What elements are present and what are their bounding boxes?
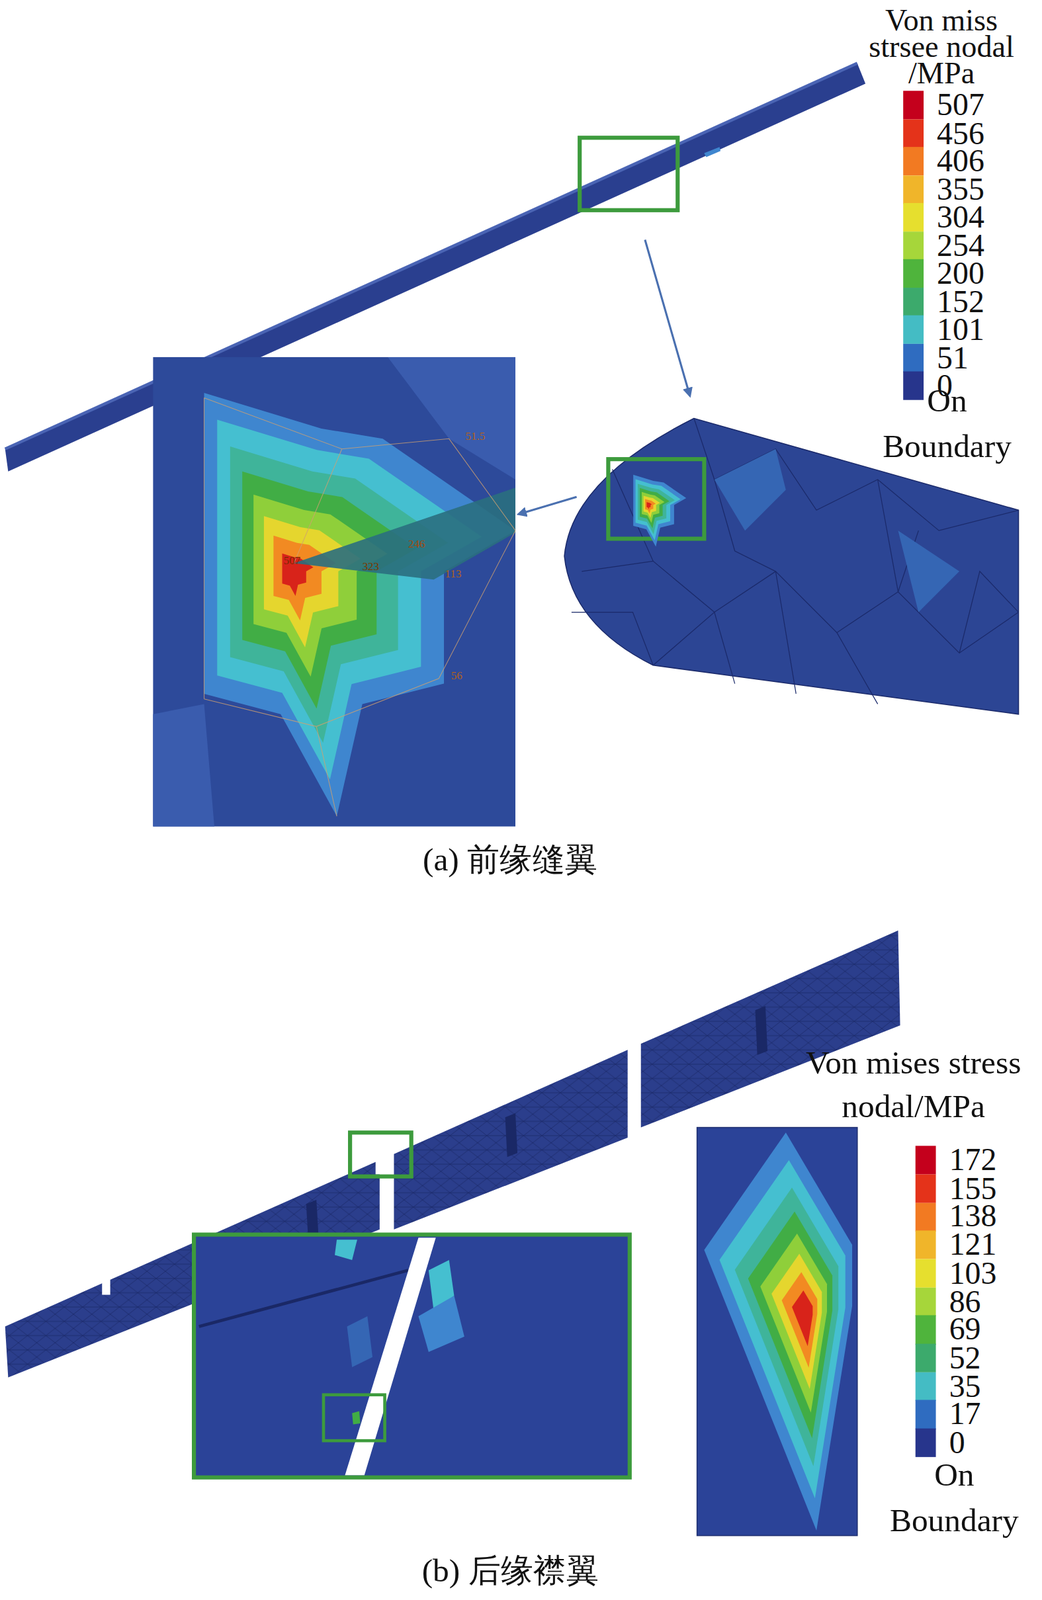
stress-contour [703,1132,853,1531]
node-value: 51.5 [465,429,507,442]
stress-contour [641,492,665,524]
node-value: 113 [445,567,487,581]
node-value: 246 [408,537,450,551]
stress-contour [791,1290,813,1347]
stress-contour [635,479,681,542]
colorbar-swatch [915,1259,937,1288]
stress-contour [646,502,652,510]
colorbar-swatch [915,1429,937,1458]
colorbar-tick: 0 [936,368,953,403]
colorbar-swatch [915,1146,937,1175]
colorbar-swatch [915,1231,937,1260]
stress-contour [263,516,361,648]
colorbar-swatch [915,1174,937,1203]
stress-contour [643,495,661,519]
colorbar-swatch [903,259,924,288]
node-value: 323 [362,560,404,573]
stress-contour [719,1160,846,1499]
colorbar-swatch [915,1344,937,1373]
figure-caption: (b) 后缘襟翼 [255,1550,766,1592]
colorbar-swatch [903,91,924,120]
boundary-note: On Boundary [877,1452,1031,1545]
stress-contour [760,1233,827,1414]
stress-contour [253,494,388,677]
colorbar-swatch [903,371,924,401]
stress-contour [645,498,656,514]
stress-contour [735,1188,839,1467]
stress-contour [204,392,516,817]
colorbar-swatch [903,147,924,176]
stress-contour [230,446,448,743]
stress-contour [637,484,675,535]
stress-contour [242,471,417,710]
axis-title: Von miss strsee nodal /MPa [852,7,1031,87]
stress-contour [633,475,687,548]
colorbar-tick: 0 [949,1425,966,1461]
axis-title: Von mises stress nodal/MPa [780,1040,1042,1129]
colorbar-swatch [903,315,924,345]
colorbar-swatch [915,1202,937,1232]
figure-caption: (a) 前缘缝翼 [255,838,766,880]
colorbar-swatch [915,1400,937,1430]
stress-contour [273,535,336,621]
colorbar-swatch [903,119,924,148]
colorbar-swatch [903,287,924,317]
stress-contour [771,1254,822,1390]
colorbar-swatch [903,231,924,261]
colorbar-swatch [915,1372,937,1401]
colorbar-swatch [903,203,924,232]
colorbar-swatch [915,1287,937,1316]
node-value: 507 [283,554,325,567]
colorbar-swatch [903,343,924,372]
stress-contour [217,419,482,780]
colorbar-swatch [903,175,924,204]
colorbar-swatch [915,1315,937,1345]
stress-contour [781,1272,818,1368]
node-value: 56 [451,669,493,683]
stress-contour [639,488,670,529]
stress-contour [748,1212,833,1439]
